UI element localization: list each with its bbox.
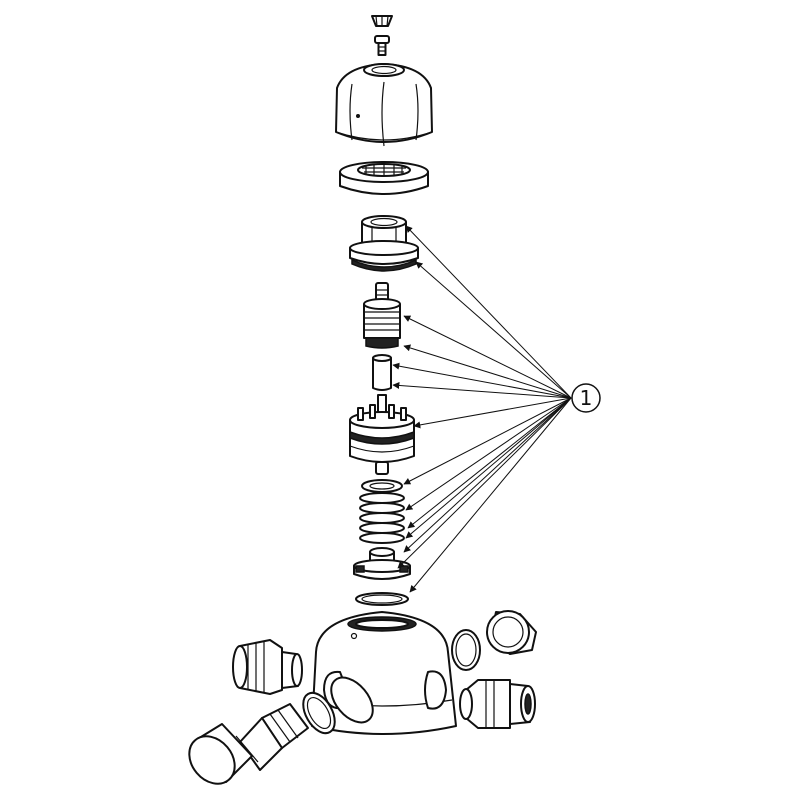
spindle-sleeve [372, 354, 392, 391]
leader-line [392, 362, 572, 399]
screw [374, 35, 390, 56]
leader-line [403, 397, 572, 553]
locking-ring [339, 161, 429, 195]
seal-ring-front [302, 691, 336, 735]
diaphragm-seat [353, 547, 411, 580]
leader-line [403, 315, 572, 399]
callout-circle [571, 383, 601, 413]
leader-line [403, 397, 572, 485]
leader-line [407, 397, 572, 529]
callout-leader-lines [392, 225, 572, 593]
callout-label: 1 [580, 386, 593, 410]
spindle [363, 282, 401, 349]
leader-line [415, 261, 572, 399]
leader-line [405, 397, 572, 511]
leader-line [409, 397, 572, 593]
seal-ring-back [451, 629, 481, 671]
leader-line [413, 397, 572, 429]
union-end-left [232, 639, 303, 695]
callout-1: 1 [571, 383, 601, 413]
piston-assembly [349, 394, 415, 475]
union-end-back [486, 610, 537, 655]
leader-line [405, 397, 572, 539]
leader-line [397, 397, 572, 569]
union-end-front [239, 676, 374, 771]
end-cap-front [188, 723, 259, 785]
leader-line [405, 225, 572, 399]
handwheel [335, 63, 433, 147]
cap-insert [371, 15, 393, 27]
spring [359, 492, 405, 544]
union-end-right [459, 679, 536, 729]
o-ring [355, 592, 409, 606]
leader-line [403, 344, 572, 399]
leader-line [392, 381, 572, 399]
bonnet-nut [349, 215, 419, 272]
washer [361, 479, 403, 493]
